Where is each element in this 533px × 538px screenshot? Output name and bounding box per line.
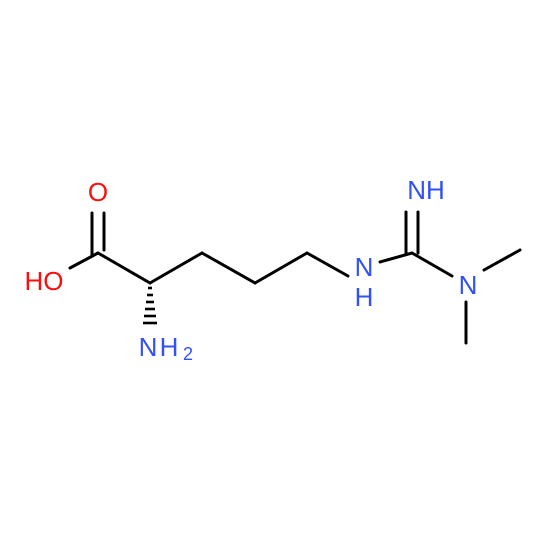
dimethyl-n-label: N xyxy=(459,270,478,300)
imine-label: NH xyxy=(407,175,445,205)
nh-n-label: N xyxy=(355,252,374,282)
amine-subscript-label: 2 xyxy=(183,344,193,364)
nh-h-label: H xyxy=(355,282,374,312)
hydroxyl-bond xyxy=(68,251,100,270)
guanidine-n-bond xyxy=(410,251,454,278)
bond-group xyxy=(68,210,522,345)
acid-alpha-bond xyxy=(96,251,152,285)
amine-h-label: H xyxy=(160,332,179,362)
gamma-delta-bond xyxy=(253,251,309,285)
beta-gamma-bond xyxy=(200,251,257,285)
methyl-bond-1 xyxy=(482,248,522,272)
delta-nh-bond xyxy=(305,251,350,278)
hydroxyl-label: HO xyxy=(25,266,64,296)
carbonyl-oxygen-label: O xyxy=(88,177,108,207)
nh-guanidine-bond xyxy=(378,251,414,264)
stereo-hash-wedge xyxy=(143,286,157,325)
alpha-beta-bond xyxy=(148,251,204,285)
amine-n-label: N xyxy=(139,332,158,362)
